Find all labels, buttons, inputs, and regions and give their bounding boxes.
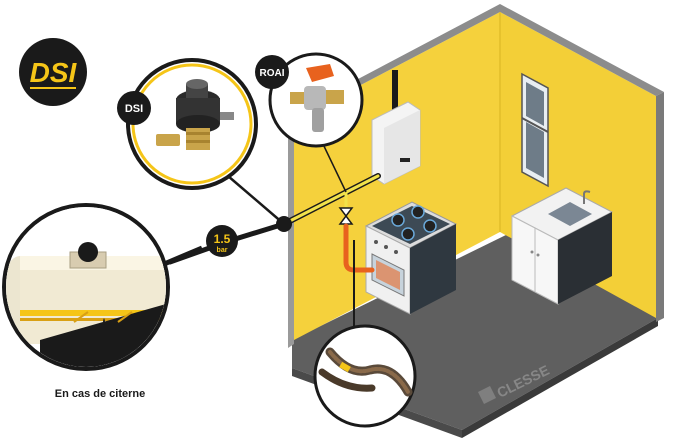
room-frame-right [656, 92, 664, 322]
dsi-callout-label: DSI [125, 103, 143, 115]
window [521, 72, 549, 188]
roai-callout-label: ROAI [260, 68, 285, 79]
pressure-badge: 1.5 bar [206, 225, 238, 257]
regulator-device [156, 79, 234, 150]
hose-device [318, 347, 413, 397]
boiler [371, 70, 421, 185]
valve-symbol [338, 207, 354, 218]
leader-dsi [227, 175, 285, 225]
dsi-logo: DSI [19, 38, 87, 106]
room-floor-edge-right [462, 318, 658, 438]
pressure-unit: bar [217, 247, 228, 254]
dsi-logo-text: DSI [30, 57, 78, 88]
tank-caption: En cas de citerne [55, 388, 146, 400]
leader-roai [321, 141, 347, 193]
tank-callout: En cas de citerne [2, 203, 203, 400]
pipe-junction [276, 216, 292, 232]
sink-cabinet [510, 187, 614, 305]
dsi-callout: DSI [117, 58, 258, 190]
roai-valve-device [290, 64, 344, 132]
roai-callout: ROAI [255, 52, 364, 148]
stove [364, 201, 458, 315]
hose-callout [313, 324, 417, 428]
room-frame-left [288, 116, 294, 348]
pressure-value: 1.5 [214, 232, 231, 246]
